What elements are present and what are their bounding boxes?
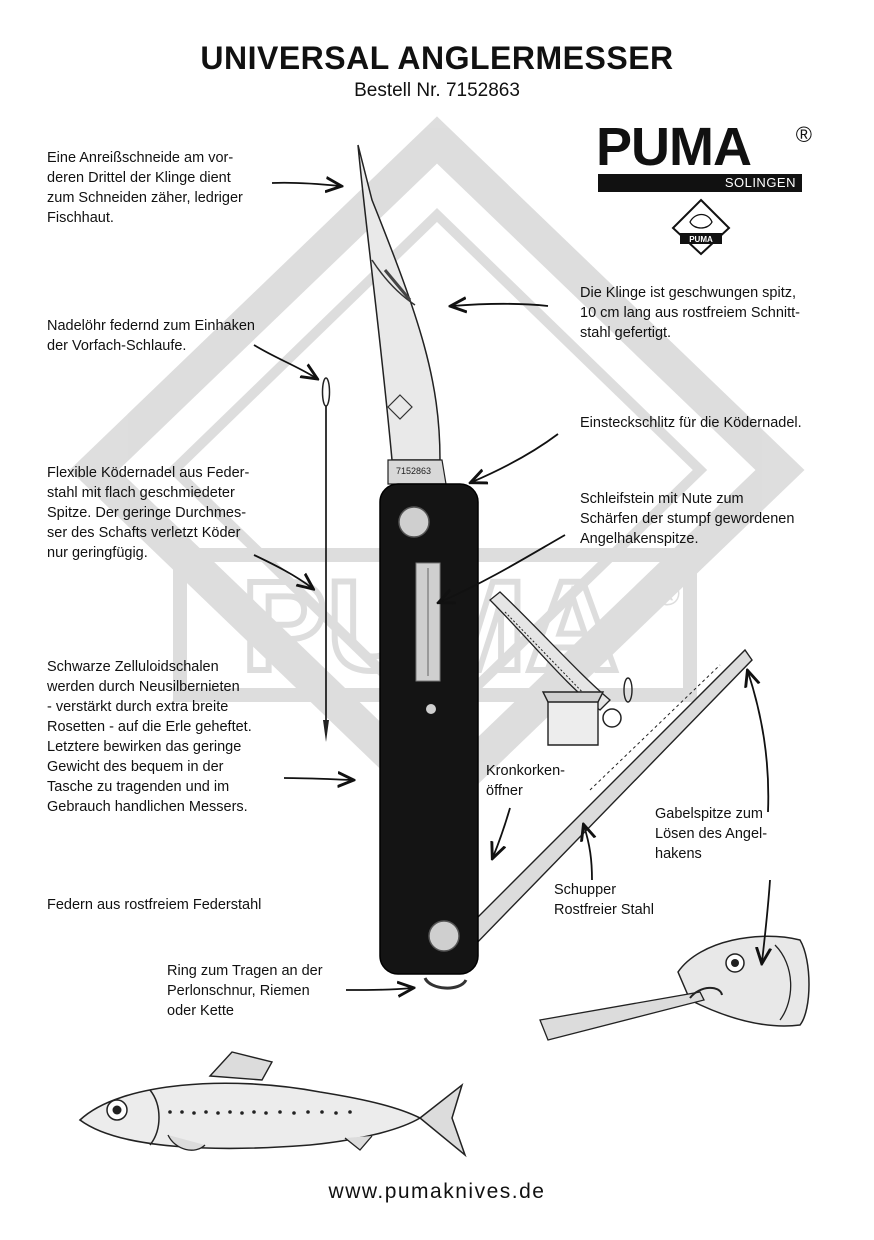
page-title: UNIVERSAL ANGLERMESSER (200, 40, 674, 76)
annotation-koedernadel: Flexible Ködernadel aus Feder- stahl mit… (47, 465, 250, 561)
annotation-federn: Federn aus rostfreiem Federstahl (47, 897, 262, 913)
rivet-top-icon (398, 506, 430, 538)
blade-badge-icon (387, 394, 413, 420)
carry-ring-icon (423, 977, 468, 990)
annotation-gabelspitze: Gabelspitze zum Lösen des Angel- hakens (655, 806, 768, 862)
knife-blade: 7152863 (357, 144, 447, 485)
badge-text: PUMA (689, 235, 713, 244)
annotation-ring: Ring zum Tragen an der Perlonschnur, Rie… (167, 963, 323, 1019)
rivet-bottom-icon (428, 920, 460, 952)
website-link[interactable]: www.pumaknives.de (328, 1180, 546, 1203)
annotation-kronkorken: Kronkorken- öffner (486, 763, 565, 799)
knife-handle (379, 483, 479, 990)
annotation-klinge: Die Klinge ist geschwungen spitz, 10 cm … (580, 285, 801, 341)
knife-tools (453, 591, 753, 951)
annotation-anreissschneide: Eine Anreißschneide am vor- deren Dritte… (47, 150, 243, 226)
annotation-schupper: Schupper Rostfreier Stahl (554, 882, 654, 918)
order-number: Bestell Nr. 7152863 (354, 80, 520, 101)
puma-logo: PUMA ® SOLINGEN (596, 117, 812, 194)
puma-badge-icon: PUMA (671, 198, 731, 256)
fish-illustration (78, 1051, 467, 1158)
logo-registered: ® (795, 122, 812, 147)
annotation-schleifstein: Schleifstein mit Nute zum Schärfen der s… (580, 491, 795, 547)
logo-subtitle: SOLINGEN (598, 174, 802, 192)
bottle-illustration (541, 691, 605, 746)
logo-brand: PUMA (596, 117, 752, 177)
bait-needle (321, 377, 331, 742)
rivet-middle-icon (426, 704, 436, 714)
watermark-registered: ® (655, 575, 680, 613)
blade-stamp: 7152863 (396, 466, 431, 476)
hooked-fish-illustration (539, 935, 810, 1041)
annotation-nadeloehr: Nadelöhr federnd zum Einhaken der Vorfac… (47, 318, 255, 354)
annotation-zelluloid: Schwarze Zelluloidschalen werden durch N… (47, 659, 252, 815)
annotation-einsteckschlitz: Einsteckschlitz für die Ködernadel. (580, 415, 802, 431)
annotation-arrows (253, 183, 770, 990)
